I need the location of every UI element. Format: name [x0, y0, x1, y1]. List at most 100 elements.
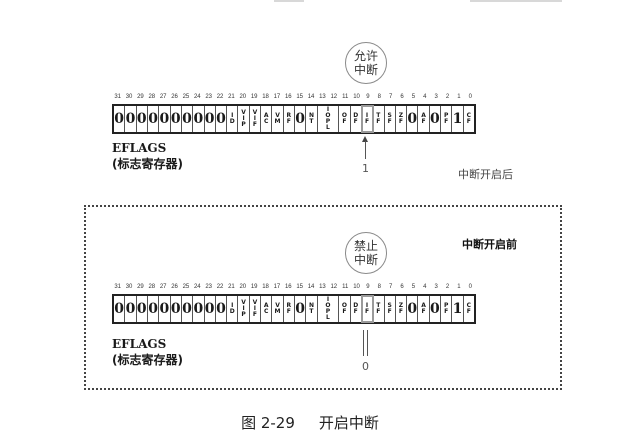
register-cell: 0	[171, 296, 182, 322]
register-cell: 0	[182, 296, 194, 322]
register-cell: 0	[193, 106, 205, 132]
bit-number: 23	[205, 284, 213, 290]
register-cell: 0	[148, 296, 160, 322]
register-cell: 0	[148, 106, 160, 132]
bit-number: 14	[307, 284, 315, 290]
register-cell: 0	[216, 106, 228, 132]
if-arrow-head-top	[362, 136, 368, 142]
eflags-title-top: EFLAGS	[112, 141, 167, 155]
register-cell: 0	[216, 296, 228, 322]
bit-number: 20	[239, 284, 247, 290]
bit-number: 11	[342, 94, 349, 100]
bit-number: 18	[262, 94, 269, 100]
eflags-label-bottom: EFLAGS (标志寄存器)	[112, 336, 183, 368]
bit-number: 9	[366, 94, 370, 100]
bit-number: 9	[366, 284, 370, 290]
bit-number: 25	[182, 284, 190, 290]
bit-number: 28	[148, 94, 156, 100]
if-value-top: 1	[362, 162, 369, 175]
register-cell: 0	[430, 296, 442, 322]
register-cell: 0	[205, 106, 216, 132]
bit-number: 5	[411, 284, 416, 290]
bit-number: 28	[148, 284, 156, 290]
register-cell: 0	[430, 106, 442, 132]
forbid-interrupt-bubble: 禁止中断	[345, 232, 387, 274]
register-cell: 0	[407, 106, 419, 132]
allow-interrupt-bubble: 允许中断	[345, 42, 387, 84]
bit-number: 2	[445, 284, 450, 290]
allow-interrupt-text: 允许中断	[353, 49, 378, 77]
figure-number: 图 2-29	[241, 414, 295, 432]
bit-number: 21	[228, 284, 235, 290]
if-value-bottom: 0	[362, 360, 369, 373]
bit-number: 1	[457, 284, 461, 290]
register-cell: 0	[205, 296, 216, 322]
bit-number: 13	[319, 284, 326, 290]
bit-number: 11	[342, 284, 349, 290]
bit-number: 27	[159, 284, 167, 290]
bit-number: 15	[296, 284, 304, 290]
bit-number: 7	[389, 284, 393, 290]
bit-number: 29	[137, 94, 144, 100]
eflags-title-bottom: EFLAGS	[112, 337, 167, 351]
bit-number: 14	[307, 94, 315, 100]
register-cell: 0	[125, 296, 137, 322]
bit-number: 3	[434, 284, 438, 290]
if-arrow-line-top	[365, 141, 366, 159]
bit-number: 7	[389, 94, 393, 100]
register-cell: 1	[452, 106, 464, 132]
register-cell: 1	[452, 296, 464, 322]
bit-number: 5	[411, 94, 416, 100]
bit-number: 8	[377, 94, 381, 100]
bit-number: 22	[216, 94, 224, 100]
bit-number: 25	[182, 94, 190, 100]
bit-number: 12	[330, 284, 338, 290]
bit-number: 31	[114, 94, 122, 100]
bit-number: 19	[250, 284, 258, 290]
bit-number: 24	[193, 284, 201, 290]
bit-number: 3	[434, 94, 438, 100]
bit-number: 0	[468, 94, 472, 100]
register-cell: 0	[295, 106, 307, 132]
if-double-line-bottom	[363, 330, 368, 356]
bit-number: 16	[284, 284, 292, 290]
register-cell: 0	[159, 106, 171, 132]
bit-number: 22	[216, 284, 224, 290]
register-cell: 0	[114, 106, 126, 132]
register-cell: 0	[137, 296, 148, 322]
bit-number: 10	[353, 94, 360, 100]
bit-number: 2	[445, 94, 450, 100]
eflags-subtitle-bottom: (标志寄存器)	[112, 353, 183, 367]
bit-number: 19	[250, 94, 258, 100]
bit-number: 16	[284, 94, 292, 100]
register-cell: 0	[114, 296, 126, 322]
bit-number: 17	[273, 284, 281, 290]
forbid-interrupt-text: 禁止中断	[353, 239, 378, 267]
bit-number: 27	[159, 94, 167, 100]
bit-number: 26	[171, 284, 178, 290]
bit-number: 30	[125, 94, 133, 100]
bit-number: 23	[205, 94, 213, 100]
